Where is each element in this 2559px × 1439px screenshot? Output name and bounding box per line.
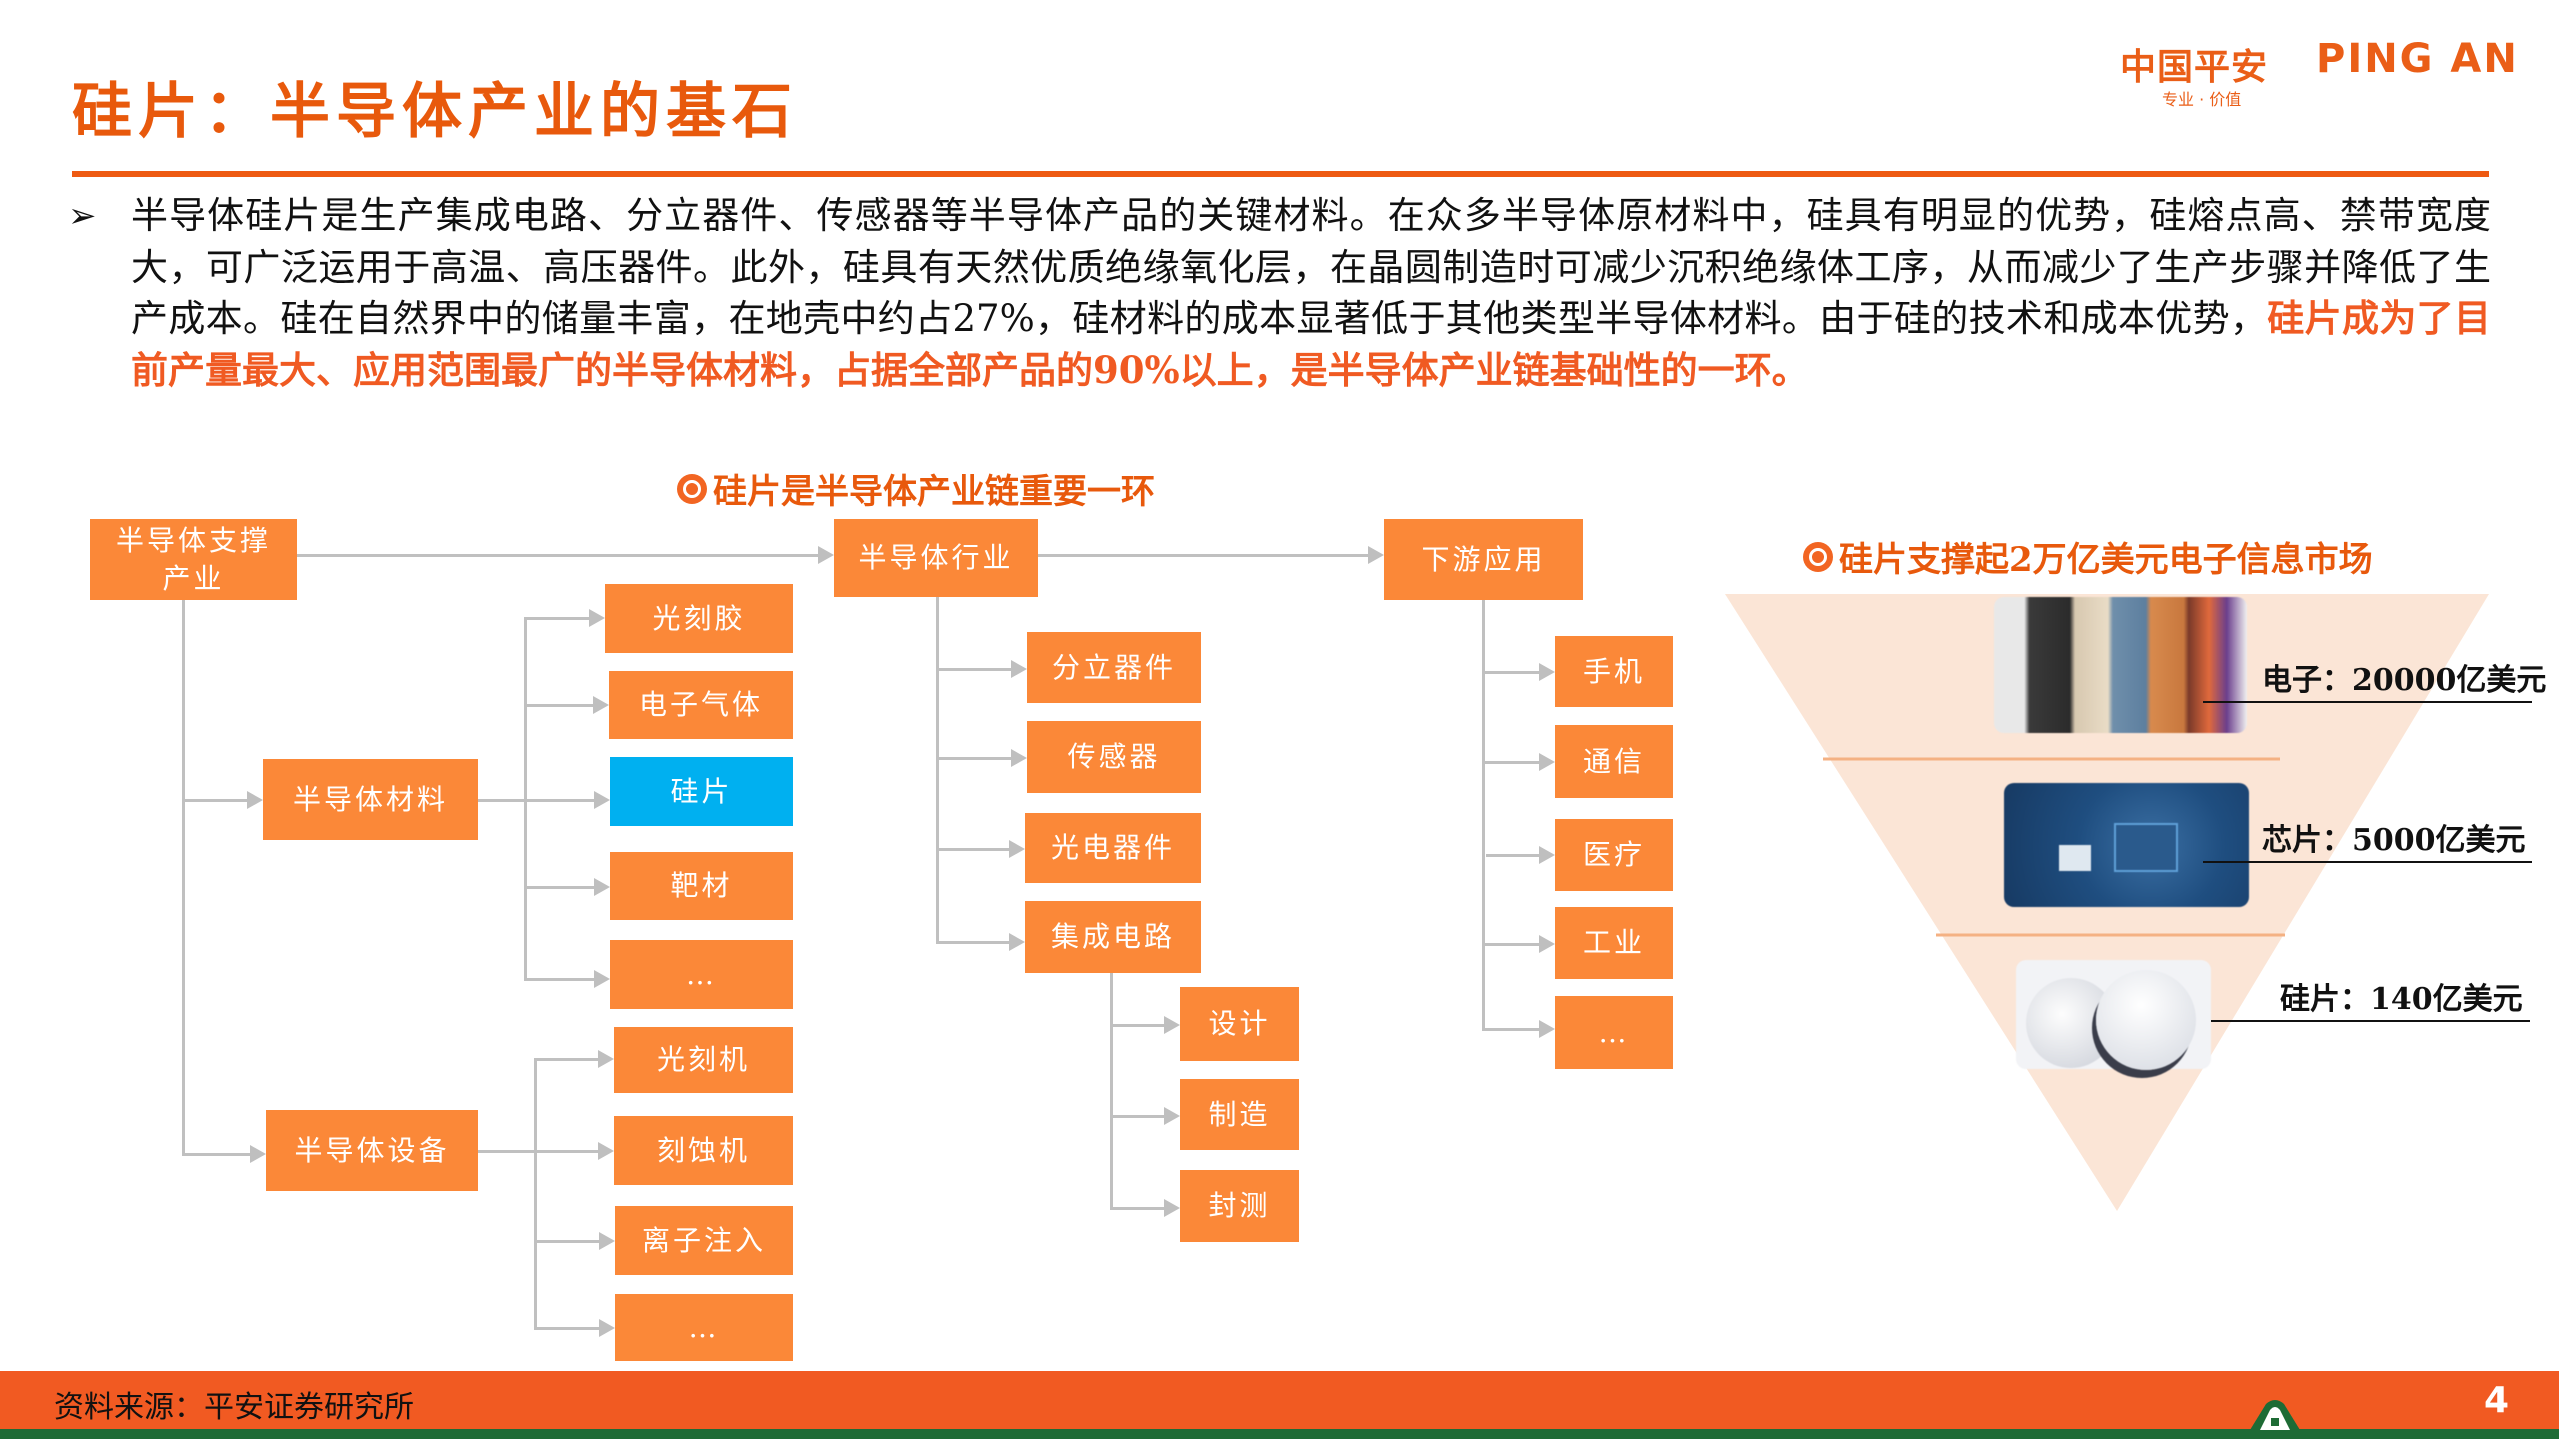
diagram-title-text: 硅片是半导体产业链重要一环 [713, 472, 1155, 512]
circuit-board-image [2004, 783, 2249, 907]
box-industry-item: 分立器件 [1027, 632, 1201, 703]
box-ic-item: 封测 [1180, 1170, 1299, 1242]
paragraph-text: 半导体硅片是生产集成电路、分立器件、传感器等半导体产品的关键材料。在众多半导体原… [131, 194, 2491, 340]
tier-underline [2203, 701, 2532, 703]
smartphones-image [1994, 597, 2247, 733]
target-icon [1803, 541, 1833, 572]
tier-underline [2211, 1020, 2530, 1022]
footer-green-strip [0, 1429, 2559, 1439]
pyramid-title: 硅片支撑起2万亿美元电子信息市场 [1803, 532, 2373, 581]
silicon-wafer-image [2016, 960, 2211, 1070]
box-materials: 半导体材料 [263, 759, 478, 840]
pingan-mark-icon [2250, 1400, 2300, 1430]
arrow-bullet-icon: ➢ [68, 196, 97, 236]
box-ic-item: 设计 [1180, 987, 1299, 1061]
box-equipment-item: … [615, 1294, 793, 1361]
box-industry-item: 集成电路 [1025, 901, 1201, 973]
pingan-logo: 中国平安 PING AN 专业 · 价值 [2120, 36, 2517, 110]
page-title: 硅片：半导体产业的基石 [72, 77, 798, 147]
box-ic-item: 制造 [1180, 1079, 1299, 1150]
logo-en: PING AN [2316, 36, 2519, 82]
box-equipment: 半导体设备 [266, 1110, 478, 1191]
logo-slogan: 专业 · 价值 [2162, 90, 2242, 109]
page-number: 4 [2484, 1380, 2510, 1421]
tier-label-electronics: 电子：20000亿美元 [2262, 663, 2547, 698]
arrow-icon [818, 546, 834, 564]
footer-bar [0, 1371, 2559, 1429]
tier-label-chips: 芯片：5000亿美元 [2262, 823, 2526, 858]
box-downstream: 下游应用 [1384, 519, 1583, 600]
diagram-title: 硅片是半导体产业链重要一环 [677, 464, 1155, 513]
source-note: 资料来源：平安证券研究所 [54, 1390, 414, 1425]
box-equipment-item: 光刻机 [614, 1027, 793, 1093]
pyramid-title-text: 硅片支撑起2万亿美元电子信息市场 [1839, 540, 2373, 580]
box-equipment-item: 离子注入 [615, 1206, 793, 1275]
paragraph-highlight: 硅片成为了目前产量最大、应用范围最广的半导体材料，占据全部产品的90%以上，是半… [131, 296, 2491, 392]
box-support-industry: 半导体支撑 产业 [90, 519, 297, 600]
box-downstream-item: 工业 [1555, 907, 1673, 979]
box-downstream-item: 通信 [1555, 725, 1673, 798]
box-equipment-item: 刻蚀机 [614, 1116, 793, 1185]
tier-underline [2203, 861, 2532, 863]
box-downstream-item: 手机 [1555, 636, 1673, 707]
intro-paragraph: 半导体硅片是生产集成电路、分立器件、传感器等半导体产品的关键材料。在众多半导体原… [131, 190, 2491, 396]
box-material-silicon-wafer: 硅片 [610, 757, 793, 826]
box-material-item: … [610, 940, 793, 1009]
box-semiconductor-industry: 半导体行业 [834, 519, 1038, 597]
box-material-item: 靶材 [610, 852, 793, 920]
title-divider [72, 171, 2489, 177]
box-downstream-item: 医疗 [1555, 819, 1673, 891]
arrow-icon [250, 1145, 266, 1163]
box-industry-item: 光电器件 [1025, 813, 1201, 883]
target-icon [677, 473, 707, 504]
logo-cn: 中国平安 [2120, 47, 2269, 88]
box-downstream-item: … [1555, 996, 1673, 1069]
box-material-item: 光刻胶 [605, 584, 793, 653]
tier-label-wafer: 硅片：140亿美元 [2280, 982, 2523, 1017]
arrow-icon [247, 791, 263, 809]
arrow-icon [1368, 546, 1384, 564]
box-material-item: 电子气体 [609, 671, 793, 739]
box-industry-item: 传感器 [1027, 721, 1201, 793]
